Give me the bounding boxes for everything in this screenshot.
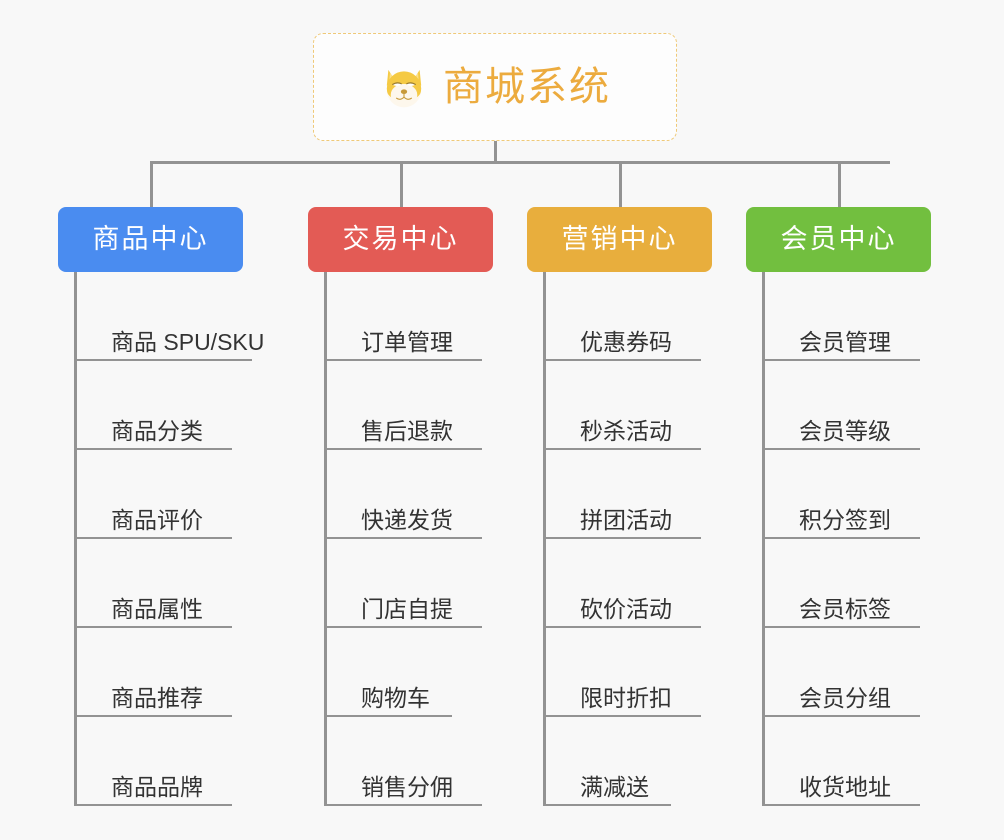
leaf-underline [327, 537, 482, 539]
connector-bus [150, 161, 890, 164]
leaf-label: 商品推荐 [111, 684, 203, 711]
list-item[interactable]: 限时折扣 [546, 628, 747, 717]
leaf-underline [765, 448, 920, 450]
leaf-underline [77, 359, 252, 361]
leaf-label: 商品属性 [111, 595, 203, 622]
leaf-label: 售后退款 [361, 417, 453, 444]
leaf-label: 销售分佣 [361, 773, 453, 800]
leaf-underline [765, 715, 920, 717]
leaf-underline [546, 715, 701, 717]
leaf-label: 商品品牌 [111, 773, 203, 800]
connector-drop-4 [838, 161, 841, 207]
list-item[interactable]: 秒杀活动 [546, 361, 747, 450]
leaf-label: 满减送 [580, 773, 649, 800]
branch-marketing-center: 营销中心 优惠券码 秒杀活动 拼团活动 砍价活动 限时折扣 [527, 207, 747, 806]
leaf-label: 会员标签 [799, 595, 891, 622]
leaf-label: 会员管理 [799, 328, 891, 355]
root-node[interactable]: 商城系统 [313, 33, 677, 141]
branch-header-2[interactable]: 交易中心 [308, 207, 493, 272]
list-item[interactable]: 订单管理 [327, 272, 528, 361]
leaf-list-3: 优惠券码 秒杀活动 拼团活动 砍价活动 限时折扣 满减送 [543, 272, 747, 806]
leaf-label: 砍价活动 [580, 595, 672, 622]
leaf-label: 收货地址 [799, 773, 891, 800]
leaf-underline [327, 626, 482, 628]
leaf-list-1: 商品 SPU/SKU 商品分类 商品评价 商品属性 商品推荐 商品品牌 [74, 272, 288, 806]
list-item[interactable]: 销售分佣 [327, 717, 528, 806]
leaf-label: 商品分类 [111, 417, 203, 444]
leaf-underline [546, 804, 671, 806]
leaf-underline [765, 626, 920, 628]
list-item[interactable]: 商品推荐 [77, 628, 288, 717]
leaf-underline [327, 715, 452, 717]
leaf-underline [327, 359, 482, 361]
leaf-label: 商品 SPU/SKU [111, 328, 265, 355]
connector-drop-3 [619, 161, 622, 207]
leaf-label: 订单管理 [361, 328, 453, 355]
list-item[interactable]: 积分签到 [765, 450, 966, 539]
leaf-underline [765, 359, 920, 361]
branch-header-1[interactable]: 商品中心 [58, 207, 243, 272]
branch-product-center: 商品中心 商品 SPU/SKU 商品分类 商品评价 商品属性 商品推荐 [58, 207, 288, 806]
list-item[interactable]: 门店自提 [327, 539, 528, 628]
leaf-underline [765, 804, 920, 806]
connector-drop-2 [400, 161, 403, 207]
leaf-label: 快递发货 [361, 506, 453, 533]
leaf-underline [77, 715, 232, 717]
list-item[interactable]: 优惠券码 [546, 272, 747, 361]
list-item[interactable]: 收货地址 [765, 717, 966, 806]
leaf-underline [327, 804, 482, 806]
root-title: 商城系统 [443, 65, 611, 109]
leaf-label: 购物车 [361, 684, 430, 711]
list-item[interactable]: 拼团活动 [546, 450, 747, 539]
leaf-underline [546, 359, 701, 361]
list-item[interactable]: 会员分组 [765, 628, 966, 717]
leaf-underline [77, 537, 232, 539]
list-item[interactable]: 砍价活动 [546, 539, 747, 628]
leaf-list-2: 订单管理 售后退款 快递发货 门店自提 购物车 销售分佣 [324, 272, 528, 806]
leaf-label: 会员分组 [799, 684, 891, 711]
leaf-underline [77, 804, 232, 806]
branch-trade-center: 交易中心 订单管理 售后退款 快递发货 门店自提 购物车 [308, 207, 528, 806]
list-item[interactable]: 会员等级 [765, 361, 966, 450]
connector-drop-1 [150, 161, 153, 207]
list-item[interactable]: 商品品牌 [77, 717, 288, 806]
leaf-label: 积分签到 [799, 506, 891, 533]
branch-member-center: 会员中心 会员管理 会员等级 积分签到 会员标签 会员分组 [746, 207, 966, 806]
list-item[interactable]: 商品评价 [77, 450, 288, 539]
leaf-label: 会员等级 [799, 417, 891, 444]
leaf-underline [77, 626, 232, 628]
leaf-underline [327, 448, 482, 450]
leaf-underline [765, 537, 920, 539]
leaf-label: 优惠券码 [580, 328, 672, 355]
leaf-label: 商品评价 [111, 506, 203, 533]
list-item[interactable]: 满减送 [546, 717, 747, 806]
leaf-underline [546, 537, 701, 539]
list-item[interactable]: 商品分类 [77, 361, 288, 450]
leaf-label: 门店自提 [361, 595, 453, 622]
list-item[interactable]: 会员管理 [765, 272, 966, 361]
list-item[interactable]: 售后退款 [327, 361, 528, 450]
list-item[interactable]: 快递发货 [327, 450, 528, 539]
list-item[interactable]: 商品属性 [77, 539, 288, 628]
leaf-underline [77, 448, 232, 450]
branch-header-4[interactable]: 会员中心 [746, 207, 931, 272]
shiba-dog-face-icon [386, 69, 422, 108]
leaf-label: 限时折扣 [580, 684, 672, 711]
leaf-label: 拼团活动 [580, 506, 672, 533]
leaf-label: 秒杀活动 [580, 417, 672, 444]
branch-header-3[interactable]: 营销中心 [527, 207, 712, 272]
leaf-underline [546, 448, 701, 450]
connector-trunk [494, 141, 497, 163]
list-item[interactable]: 商品 SPU/SKU [77, 272, 288, 361]
list-item[interactable]: 会员标签 [765, 539, 966, 628]
list-item[interactable]: 购物车 [327, 628, 528, 717]
leaf-underline [546, 626, 701, 628]
leaf-list-4: 会员管理 会员等级 积分签到 会员标签 会员分组 收货地址 [762, 272, 966, 806]
